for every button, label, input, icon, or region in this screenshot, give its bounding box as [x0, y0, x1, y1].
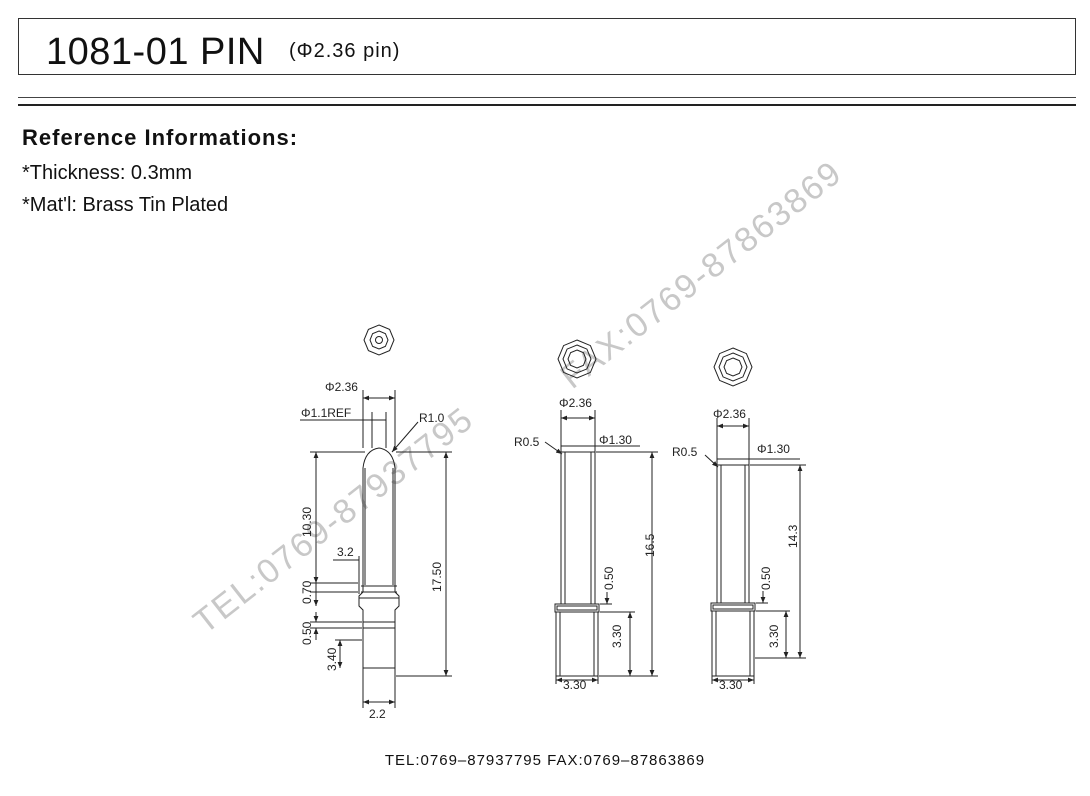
pin1-top-view-outer	[363, 324, 395, 356]
pin3-top-view-inner	[723, 357, 743, 377]
pin2-radius-label: R0.5	[514, 435, 540, 449]
pin2-width-label: 3.30	[563, 678, 587, 692]
page-title: 1081-01 PIN	[46, 31, 265, 73]
pin1-top-view-core	[375, 336, 383, 344]
footer-contact: TEL:0769–87937795 FAX:0769–87863869	[384, 752, 706, 769]
pin1-height-1030-label: 10.30	[300, 507, 314, 537]
pin1-ref-label: Φ1.1REF	[301, 406, 351, 420]
pin3-collar	[710, 602, 756, 612]
pin3-height-330-label: 3.30	[767, 624, 781, 648]
pin3-top-view-outer	[713, 347, 753, 387]
pin1-width-32-label: 3.2	[337, 545, 354, 559]
pin2-top-view-mid	[562, 344, 592, 374]
pin1-height-070-label: 0.70	[300, 580, 314, 604]
pin1-radius-label: R1.0	[419, 411, 445, 425]
reference-thickness: *Thickness: 0.3mm	[22, 162, 193, 184]
pin1-height-340-label: 3.40	[325, 647, 339, 671]
pin2-base	[555, 611, 599, 677]
pin1-total-height-label: 17.50	[430, 562, 444, 592]
pin3-inner-dia-label: Φ1.30	[757, 442, 790, 456]
pin3-height-050-label: 0.50	[759, 566, 773, 590]
reference-material: *Mat'l: Brass Tin Plated	[22, 194, 229, 216]
pin3-base	[711, 610, 755, 677]
pin3-width-label: 3.30	[719, 678, 743, 692]
pin2-body	[560, 451, 596, 605]
pin-drawing-1	[300, 324, 452, 708]
watermark-fax: FAX:0769-87863869	[554, 153, 850, 396]
page-subtitle: (Φ2.36 pin)	[289, 40, 401, 62]
pin3-radius-label: R0.5	[672, 445, 698, 459]
pin1-dia-label: Φ2.36	[325, 380, 358, 394]
pin1-width-22-label: 2.2	[369, 707, 386, 721]
pin-drawing-2	[544, 339, 658, 684]
pin1-top-view-inner	[369, 330, 389, 350]
pin2-height-label: 16.5	[643, 533, 657, 557]
pin2-inner-dia-label: Φ1.30	[599, 433, 632, 447]
pin2-dia-label: Φ2.36	[559, 396, 592, 410]
reference-heading: Reference Informations:	[22, 125, 299, 150]
pin3-dia-label: Φ2.36	[713, 407, 746, 421]
pin3-body	[716, 464, 750, 604]
pin3-top-view-mid	[718, 352, 748, 382]
pin2-top-view-inner	[567, 349, 587, 369]
pin2-top-view-outer	[557, 339, 597, 379]
pin2-height-330-label: 3.30	[610, 624, 624, 648]
title-box: 1081-01 PIN (Φ2.36 pin)	[18, 18, 1076, 75]
watermark-tel: TEL:0769-87937795	[187, 400, 482, 642]
pin1-body	[358, 447, 400, 669]
pin1-height-050-label: 0.50	[300, 621, 314, 645]
pin3-height-label: 14.3	[786, 524, 800, 548]
pin2-height-050-label: 0.50	[602, 566, 616, 590]
divider-thick	[18, 104, 1076, 106]
pin-drawing-3	[704, 347, 806, 684]
divider-thin	[18, 97, 1076, 98]
pin2-collar	[554, 603, 600, 613]
